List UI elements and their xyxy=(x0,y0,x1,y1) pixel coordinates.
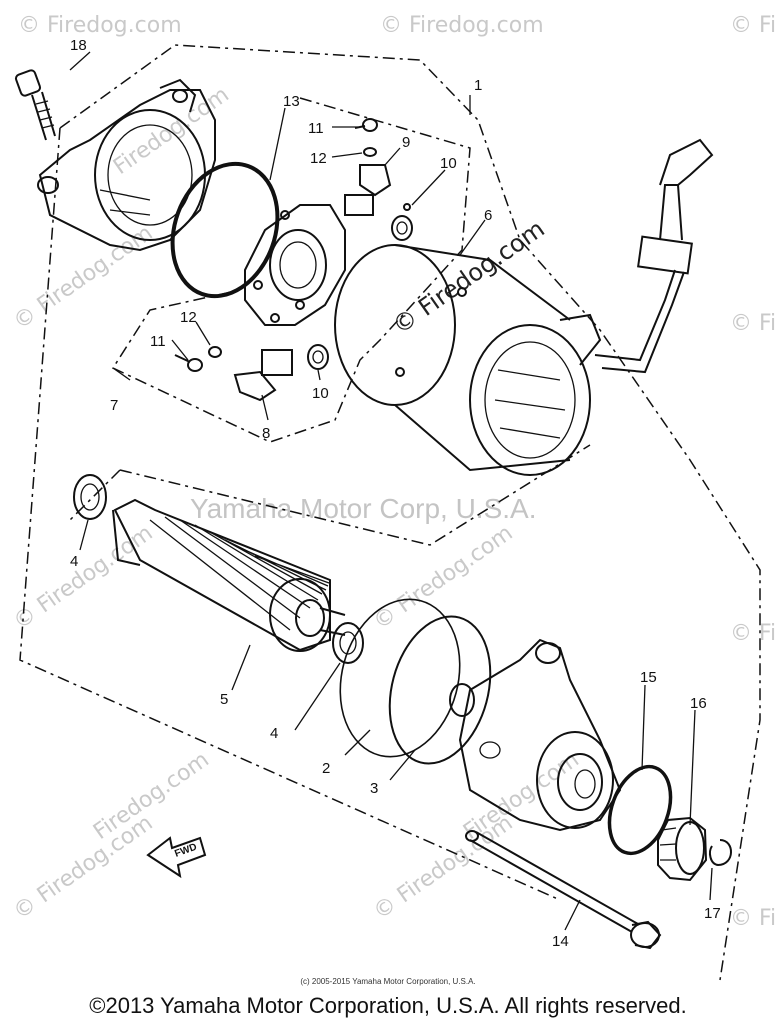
callout-9: 9 xyxy=(402,134,410,151)
callout-4-lower: 4 xyxy=(270,725,278,742)
leader-lines xyxy=(69,51,713,931)
callouts: 1 2 3 4 4 5 6 7 8 9 10 10 11 11 12 12 13… xyxy=(70,37,721,950)
callout-11-lower: 11 xyxy=(150,333,166,350)
part-circlip-17 xyxy=(709,839,732,867)
part-o-ring-2 xyxy=(339,598,461,758)
callout-2: 2 xyxy=(322,760,330,777)
callout-18: 18 xyxy=(70,37,87,54)
part-washer-4-lower xyxy=(332,622,364,664)
watermark: © Firedog.com xyxy=(730,906,776,931)
watermark-layer: © Firedog.com © Firedog.com © Firedog.co… xyxy=(9,13,776,931)
copyright-notice: ©2013 Yamaha Motor Corporation, U.S.A. A… xyxy=(89,993,687,1018)
fwd-arrow: FWD xyxy=(146,836,207,879)
part-screw-11-top xyxy=(354,118,378,132)
watermark: © Firedog.com xyxy=(380,13,544,38)
callout-4-left: 4 xyxy=(70,553,78,570)
part-insulator-10-top xyxy=(391,203,413,241)
part-armature-5 xyxy=(112,498,346,652)
part-o-ring-15 xyxy=(607,764,673,856)
watermark: © Firedog.com xyxy=(9,811,157,925)
callout-6: 6 xyxy=(484,207,492,224)
watermark: © Firedog.com xyxy=(18,13,182,38)
callout-16: 16 xyxy=(690,695,707,712)
callout-17: 17 xyxy=(704,905,721,922)
callout-10-top: 10 xyxy=(440,155,457,172)
callout-8: 8 xyxy=(262,425,270,442)
callout-12-top: 12 xyxy=(310,150,327,167)
watermark: © Firedog.com xyxy=(730,621,776,646)
callout-14: 14 xyxy=(552,933,569,950)
part-brush-8 xyxy=(233,349,293,402)
part-o-ring-13 xyxy=(170,161,280,299)
callout-15: 15 xyxy=(640,669,657,686)
watermark-center: Yamaha Motor Corp, U.S.A. xyxy=(190,493,537,524)
watermark: © Firedog.com xyxy=(730,311,776,336)
part-rear-housing xyxy=(458,638,622,832)
assembly-outline xyxy=(19,44,761,981)
part-yoke-6 xyxy=(334,138,714,476)
callout-13: 13 xyxy=(283,93,300,110)
callout-5: 5 xyxy=(220,691,228,708)
callout-10-lower: 10 xyxy=(312,385,329,402)
callout-3: 3 xyxy=(370,780,378,797)
part-brush-plate xyxy=(244,204,346,326)
part-bolt-18 xyxy=(14,69,56,141)
callout-11-top: 11 xyxy=(308,120,324,137)
part-brush-9 xyxy=(344,164,392,216)
callout-7: 7 xyxy=(110,397,118,414)
watermark: © Firedog.com xyxy=(730,13,776,38)
part-screw-11-lower xyxy=(174,354,203,372)
part-insulator-10-lower xyxy=(307,344,329,370)
fwd-label: FWD xyxy=(173,842,198,860)
part-washer-12-lower xyxy=(208,346,222,358)
brush-group-outline xyxy=(111,97,471,443)
small-copyright: (c) 2005-2015 Yamaha Motor Corporation, … xyxy=(300,977,476,986)
part-plate-3 xyxy=(388,615,492,765)
part-through-bolt-14 xyxy=(465,830,662,950)
callout-1: 1 xyxy=(474,77,482,94)
part-washer-12-top xyxy=(363,147,377,157)
part-washer-4-left xyxy=(73,474,107,520)
callout-12-lower: 12 xyxy=(180,309,197,326)
part-pinion-gear-16 xyxy=(657,816,708,882)
